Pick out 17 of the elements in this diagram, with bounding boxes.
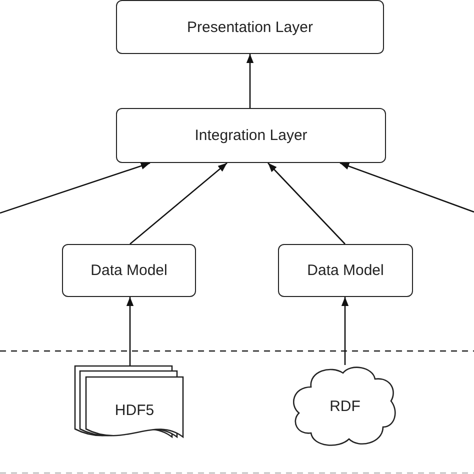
arrow [0,162,150,214]
arrow [268,162,346,244]
node-label: Data Model [90,262,168,279]
process-box [278,244,413,297]
node-label: Presentation Layer [187,18,313,36]
node-label: Data Model [307,262,384,279]
process-box [62,244,196,297]
arrow [341,297,349,365]
arrow [126,297,134,366]
arrow [246,54,254,108]
arrow [340,162,474,213]
process-box [116,0,384,54]
node-label: RDF [330,398,360,414]
node-label: Integration Layer [194,127,308,144]
node-label: HDF5 [114,402,154,418]
process-box [116,108,386,163]
arrow [130,162,228,244]
